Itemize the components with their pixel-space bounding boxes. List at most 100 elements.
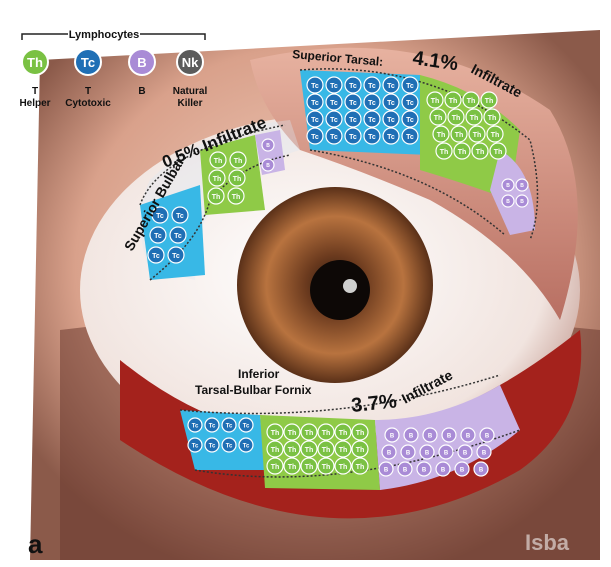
th-cell: Th <box>481 92 497 108</box>
legend-label: T <box>85 86 91 97</box>
svg-text:Tc: Tc <box>368 100 376 107</box>
svg-text:Th: Th <box>356 430 365 437</box>
tc-cell: Tc <box>326 94 342 110</box>
tc-cell: Tc <box>345 128 361 144</box>
tc-cell: Tc <box>168 247 184 263</box>
svg-text:Tc: Tc <box>192 423 199 429</box>
svg-text:Tc: Tc <box>192 443 199 449</box>
tc-cell: Tc <box>205 438 219 452</box>
pupil <box>310 260 370 320</box>
svg-text:Th: Th <box>455 132 464 139</box>
tc-cell: Tc <box>222 438 236 452</box>
b-cell: B <box>385 428 399 442</box>
svg-text:B: B <box>409 433 414 439</box>
th-cell: Th <box>267 458 283 474</box>
svg-text:B: B <box>506 183 510 189</box>
svg-text:Tc: Tc <box>172 253 180 260</box>
svg-text:B: B <box>390 433 395 439</box>
inferior-name-line2: Tarsal-Bulbar Fornix <box>195 383 312 397</box>
th-cell: Th <box>335 424 351 440</box>
svg-text:Th: Th <box>485 98 494 105</box>
svg-text:Tc: Tc <box>243 423 250 429</box>
watermark: Isba <box>525 530 570 555</box>
tc-cell: Tc <box>345 77 361 93</box>
legend-symbol: Tc <box>81 55 95 70</box>
legend-symbol: B <box>137 55 146 70</box>
svg-text:Th: Th <box>339 430 348 437</box>
svg-text:Th: Th <box>431 98 440 105</box>
th-cell: Th <box>335 458 351 474</box>
tc-cell: Tc <box>172 207 188 223</box>
th-cell: Th <box>352 424 368 440</box>
svg-text:Tc: Tc <box>152 253 160 260</box>
svg-text:Tc: Tc <box>311 83 319 90</box>
b-cell: B <box>439 445 453 459</box>
b-cell: B <box>474 462 488 476</box>
svg-text:Th: Th <box>440 149 449 156</box>
svg-text:Tc: Tc <box>226 443 233 449</box>
svg-text:Th: Th <box>234 158 243 165</box>
th-cell: Th <box>301 441 317 457</box>
b-cell: B <box>401 445 415 459</box>
svg-text:Th: Th <box>233 176 242 183</box>
svg-text:B: B <box>428 433 433 439</box>
th-cell: Th <box>436 143 452 159</box>
svg-text:B: B <box>482 450 487 456</box>
svg-text:B: B <box>266 163 270 169</box>
tc-cell: Tc <box>383 128 399 144</box>
legend-symbol: Nk <box>182 55 199 70</box>
b-cell: B <box>262 159 274 171</box>
th-cell: Th <box>318 441 334 457</box>
svg-text:B: B <box>506 199 510 205</box>
legend-label: Helper <box>19 98 50 109</box>
svg-text:Tc: Tc <box>387 100 395 107</box>
svg-text:Th: Th <box>288 464 297 471</box>
svg-text:Th: Th <box>322 464 331 471</box>
b-cell: B <box>502 179 514 191</box>
th-cell: Th <box>445 92 461 108</box>
svg-text:Th: Th <box>437 132 446 139</box>
legend-label: B <box>138 86 145 97</box>
svg-text:Th: Th <box>458 149 467 156</box>
svg-text:Th: Th <box>356 447 365 454</box>
th-cell: Th <box>301 458 317 474</box>
b-cell: B <box>420 445 434 459</box>
th-cell: Th <box>427 92 443 108</box>
b-cell: B <box>379 462 393 476</box>
th-cell: Th <box>463 92 479 108</box>
svg-text:B: B <box>387 450 392 456</box>
svg-text:Tc: Tc <box>406 83 414 90</box>
th-cell: Th <box>228 188 244 204</box>
b-cell: B <box>458 445 472 459</box>
svg-text:Th: Th <box>452 115 461 122</box>
svg-text:Th: Th <box>271 430 280 437</box>
svg-text:B: B <box>441 467 446 473</box>
svg-text:B: B <box>463 450 468 456</box>
tc-cell: Tc <box>170 227 186 243</box>
svg-text:Th: Th <box>470 115 479 122</box>
legend-label: Killer <box>177 98 202 109</box>
svg-text:Tc: Tc <box>311 134 319 141</box>
svg-text:B: B <box>422 467 427 473</box>
svg-text:Tc: Tc <box>311 100 319 107</box>
svg-text:B: B <box>406 450 411 456</box>
b-cell: B <box>404 428 418 442</box>
svg-text:Th: Th <box>288 447 297 454</box>
svg-text:Tc: Tc <box>330 83 338 90</box>
svg-text:Tc: Tc <box>174 233 182 240</box>
b-cell: B <box>382 445 396 459</box>
tc-cell: Tc <box>364 77 380 93</box>
svg-text:Tc: Tc <box>349 100 357 107</box>
tc-cell: Tc <box>345 111 361 127</box>
svg-text:B: B <box>479 467 484 473</box>
svg-text:Tc: Tc <box>226 423 233 429</box>
th-cell: Th <box>284 458 300 474</box>
svg-text:Tc: Tc <box>368 134 376 141</box>
b-cell: B <box>480 428 494 442</box>
svg-text:Th: Th <box>339 464 348 471</box>
b-cell: B <box>455 462 469 476</box>
svg-text:Tc: Tc <box>387 134 395 141</box>
tc-cell: Tc <box>205 418 219 432</box>
svg-text:Th: Th <box>467 98 476 105</box>
